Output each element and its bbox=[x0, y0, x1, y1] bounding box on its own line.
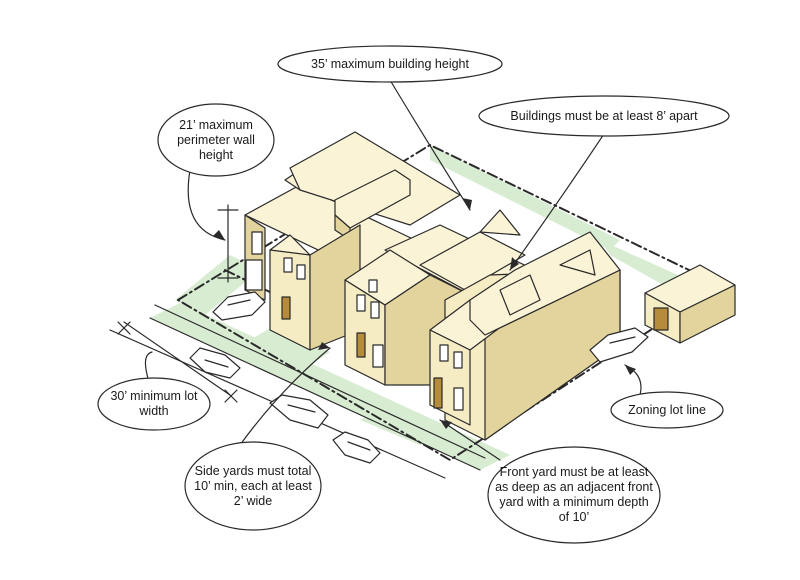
separation-callout: Buildings must be at least 8’ apart bbox=[490, 106, 718, 126]
car bbox=[333, 432, 380, 463]
car bbox=[270, 395, 328, 428]
front-yard-callout: Front yard must be at least as deep as a… bbox=[494, 458, 654, 532]
max-height-callout: 35’ maximum building height bbox=[288, 54, 492, 74]
perimeter-wall-callout: 21’ maximum perimeter wall height bbox=[168, 113, 264, 167]
lot-width-callout: 30’ minimum lot width bbox=[108, 386, 200, 422]
lot-line-callout: Zoning lot line bbox=[611, 400, 723, 420]
side-yards-callout: Side yards must total 10’ min, each at l… bbox=[191, 450, 315, 522]
